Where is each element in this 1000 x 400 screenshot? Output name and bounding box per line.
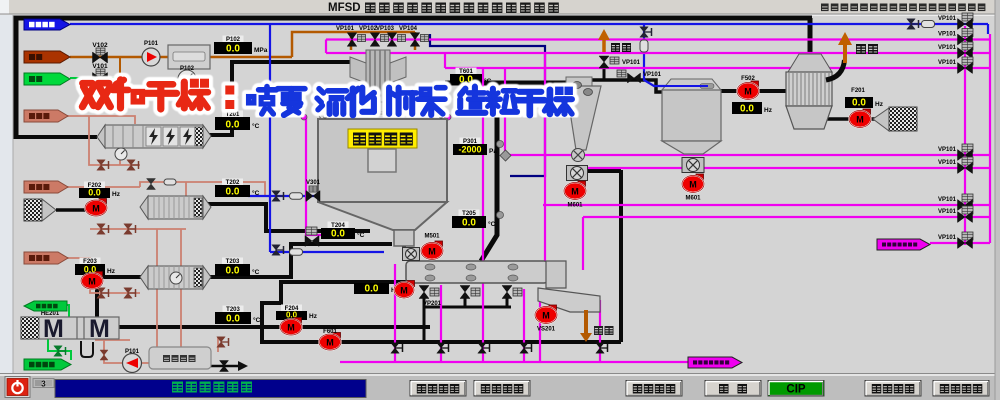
svg-text:0.0: 0.0 <box>226 266 240 277</box>
svg-text:T204: T204 <box>331 223 345 229</box>
svg-text:P101: P101 <box>144 41 159 47</box>
svg-text:VP101: VP101 <box>938 60 957 66</box>
svg-text:CIP: CIP <box>786 384 806 396</box>
svg-text:P101: P101 <box>125 349 140 355</box>
svg-text:-2000: -2000 <box>458 145 481 155</box>
svg-text:VP201: VP201 <box>423 301 442 307</box>
svg-text:M: M <box>88 277 96 287</box>
svg-text:0.0: 0.0 <box>286 311 298 320</box>
svg-text:F502: F502 <box>741 76 755 82</box>
svg-text:0.0: 0.0 <box>84 265 97 275</box>
svg-text:0.0: 0.0 <box>462 218 476 229</box>
svg-text:T202: T202 <box>226 180 240 186</box>
svg-text:M: M <box>689 180 697 190</box>
svg-text:Hz: Hz <box>875 101 884 108</box>
svg-text:VP101: VP101 <box>938 235 957 241</box>
svg-text:M: M <box>428 247 436 257</box>
svg-text:M: M <box>287 323 295 333</box>
svg-text:VP102: VP102 <box>359 26 378 32</box>
svg-text:0.0: 0.0 <box>226 187 240 198</box>
svg-text:Hz: Hz <box>107 268 116 275</box>
svg-text:0.0: 0.0 <box>365 284 379 295</box>
svg-text:°C: °C <box>252 268 260 276</box>
svg-text:0.0: 0.0 <box>459 75 473 86</box>
svg-text:Pa: Pa <box>489 148 497 155</box>
svg-text:M: M <box>89 315 110 343</box>
svg-text:MFSD: MFSD <box>328 2 361 14</box>
svg-text:F201: F201 <box>851 88 865 94</box>
svg-text:T203: T203 <box>226 259 240 265</box>
svg-text:T203: T203 <box>226 307 240 313</box>
svg-text:Hz: Hz <box>764 107 773 114</box>
svg-text:HE201: HE201 <box>41 311 60 317</box>
svg-text:P301: P301 <box>463 139 478 145</box>
svg-text:VP101: VP101 <box>938 45 957 51</box>
svg-text:F601: F601 <box>323 329 337 335</box>
svg-text:M: M <box>326 338 334 348</box>
svg-text:0.0: 0.0 <box>331 229 345 240</box>
svg-text:P102: P102 <box>226 37 241 43</box>
svg-text:V301: V301 <box>306 180 321 186</box>
svg-text:M: M <box>92 204 100 214</box>
svg-text:F202: F202 <box>88 183 102 189</box>
svg-text:T601: T601 <box>459 69 473 75</box>
svg-text:VP101: VP101 <box>938 32 957 38</box>
svg-text:3: 3 <box>41 380 46 389</box>
svg-text:M501: M501 <box>424 234 440 240</box>
svg-text:VP101: VP101 <box>938 16 957 22</box>
svg-text:0.0: 0.0 <box>88 188 101 198</box>
svg-text:M: M <box>542 311 550 321</box>
svg-text:°C: °C <box>484 77 492 85</box>
svg-text:VP103: VP103 <box>376 26 395 32</box>
svg-text:VP101: VP101 <box>938 197 957 203</box>
svg-text:F204: F204 <box>285 306 299 312</box>
svg-text:M601: M601 <box>567 203 583 209</box>
svg-text:0.0: 0.0 <box>226 314 240 325</box>
svg-text:VP101: VP101 <box>938 209 957 215</box>
svg-text:M: M <box>856 115 864 125</box>
svg-text:VP101: VP101 <box>938 147 957 153</box>
svg-text:VS201: VS201 <box>537 327 556 333</box>
svg-text:T205: T205 <box>462 211 476 217</box>
svg-text:°C: °C <box>252 189 260 197</box>
svg-text:0.0: 0.0 <box>740 104 754 115</box>
svg-text:V101: V101 <box>92 63 108 70</box>
svg-text:0.0: 0.0 <box>852 98 866 109</box>
svg-text:F203: F203 <box>83 259 97 265</box>
svg-text:Hz: Hz <box>309 313 318 320</box>
svg-text:0.0: 0.0 <box>226 120 240 131</box>
svg-text:M: M <box>744 87 752 97</box>
svg-text:°C: °C <box>357 231 365 239</box>
svg-text:VP104: VP104 <box>399 26 418 32</box>
svg-text:VP101: VP101 <box>938 160 957 166</box>
svg-text:M: M <box>400 286 408 296</box>
svg-text:M: M <box>43 315 64 343</box>
svg-text:°C: °C <box>488 220 496 228</box>
svg-text:°C: °C <box>253 316 261 324</box>
svg-text:T201: T201 <box>226 112 240 118</box>
svg-text:V102: V102 <box>92 42 108 49</box>
svg-text:VP101: VP101 <box>643 72 662 78</box>
svg-text:°C: °C <box>252 122 260 130</box>
svg-text:VP101: VP101 <box>336 26 355 32</box>
svg-text:M: M <box>571 187 579 197</box>
svg-text:M601: M601 <box>685 196 701 202</box>
svg-text:MPa: MPa <box>254 47 268 54</box>
svg-text:0.0: 0.0 <box>226 44 240 55</box>
svg-text:P102: P102 <box>180 66 195 72</box>
svg-text:VP101: VP101 <box>622 60 641 66</box>
svg-text:Hz: Hz <box>112 191 121 198</box>
